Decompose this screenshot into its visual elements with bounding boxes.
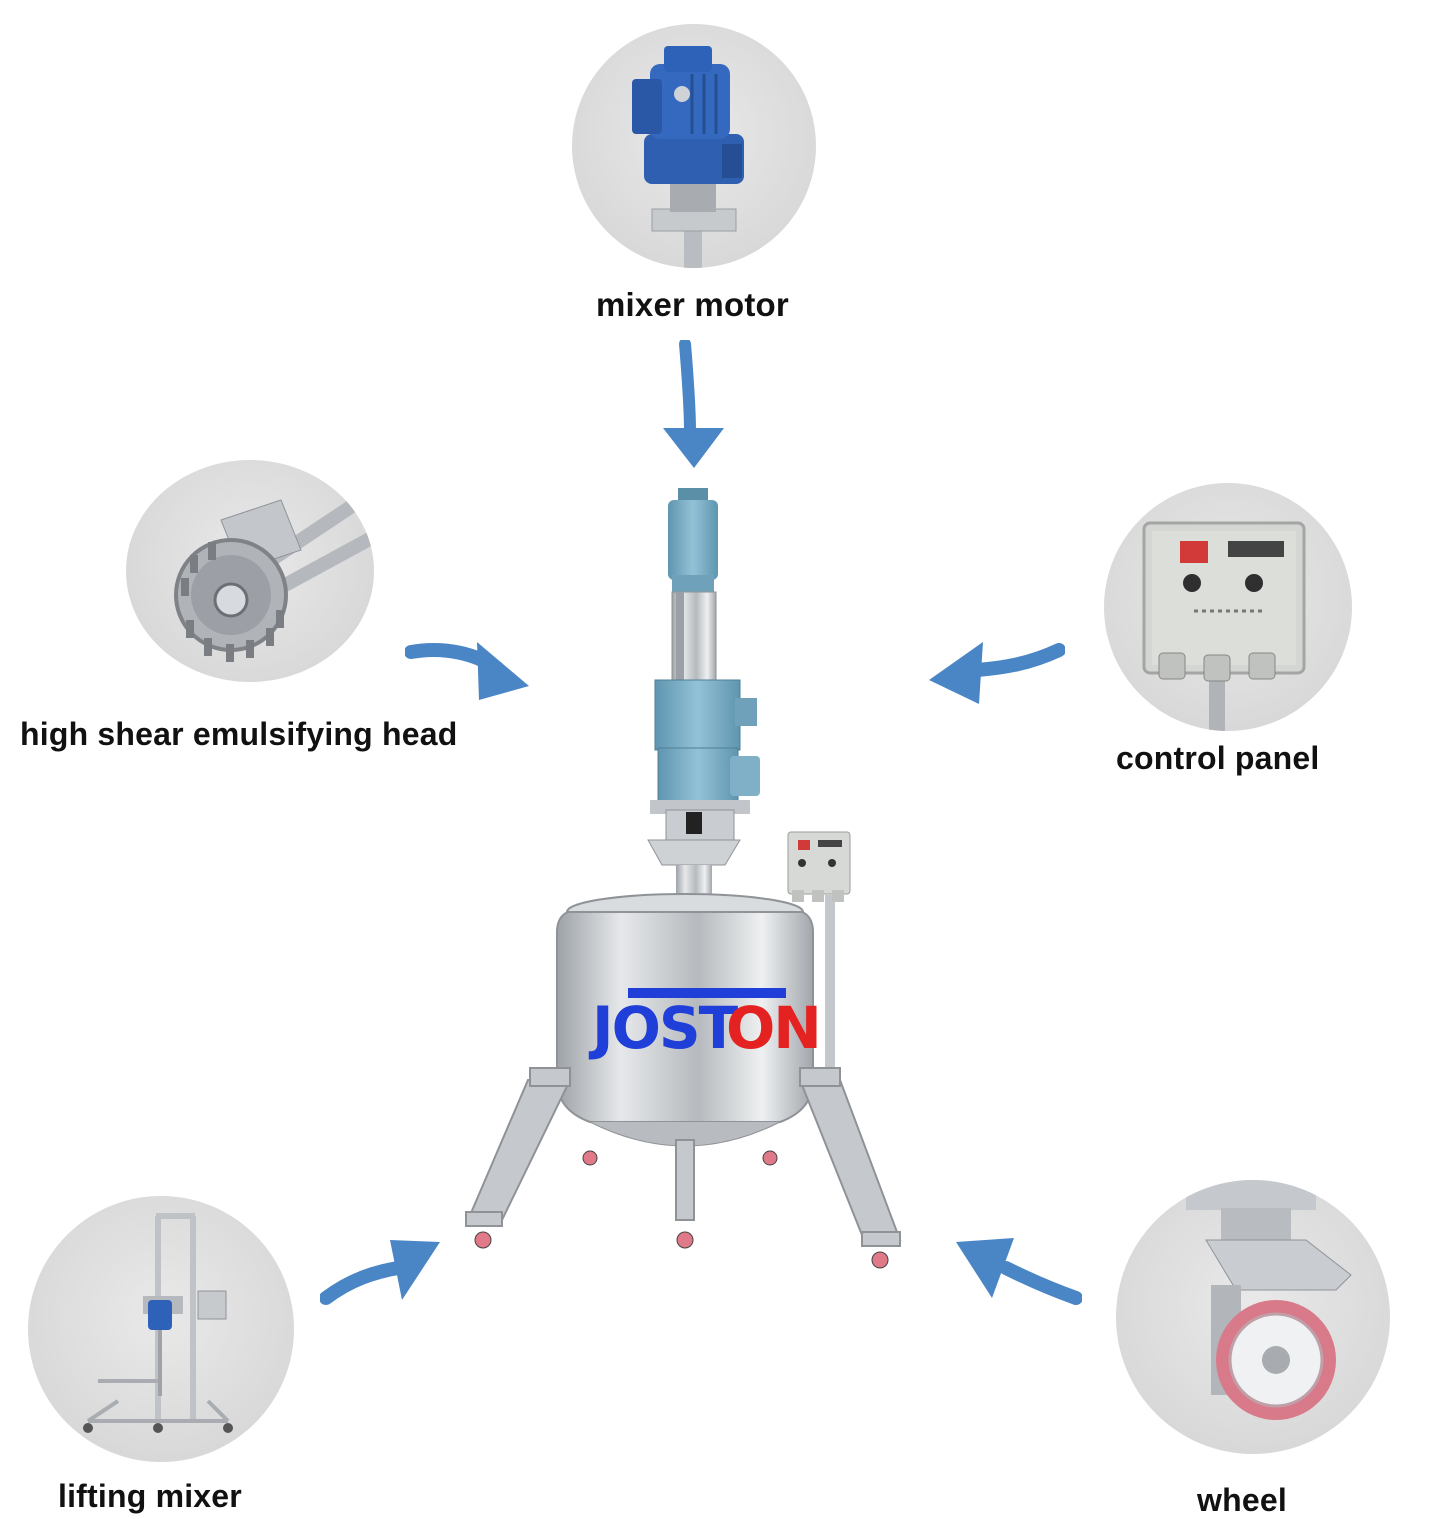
mixer-motor-icon [632,46,744,268]
logo-text-right: ON [726,994,820,1062]
arrow-from-wheel [956,1238,1082,1305]
tank-frame [465,1067,902,1247]
lifting-mixer-label: lifting mixer [58,1478,242,1514]
emulsifying-mixer-tank: JOST ON [465,488,902,1269]
arrow-from-emulsifying-head [405,642,529,700]
mixer-motor-circle [572,24,816,268]
arrow-from-lifting-mixer [320,1240,440,1305]
brand-logo: JOST ON [588,988,822,1062]
top-motor [668,488,718,597]
lifting-mixer-icon [83,1213,233,1433]
control-panel-circle [1104,483,1352,731]
arrow-down [663,340,724,468]
emulsifying-head-label: high shear emulsifying head [20,716,458,752]
lifting-mixer-circle [28,1196,294,1462]
wheel-circle [1116,1180,1390,1454]
control-panel-icon [1142,521,1306,731]
arrow-from-control-panel [929,642,1065,704]
main-motor [647,679,760,913]
mixer-motor-label: mixer motor [596,286,789,323]
wheel-icon [1186,1180,1352,1420]
tank-body: JOST ON [556,893,822,1147]
control-box [787,831,851,1095]
wheel-label: wheel [1197,1482,1287,1518]
tank-wheels [474,1150,889,1269]
emulsifying-head-icon [174,483,374,662]
control-panel-label: control panel [1116,740,1320,776]
emulsifying-head-circle [126,460,374,682]
logo-text-left: JOST [588,994,739,1062]
